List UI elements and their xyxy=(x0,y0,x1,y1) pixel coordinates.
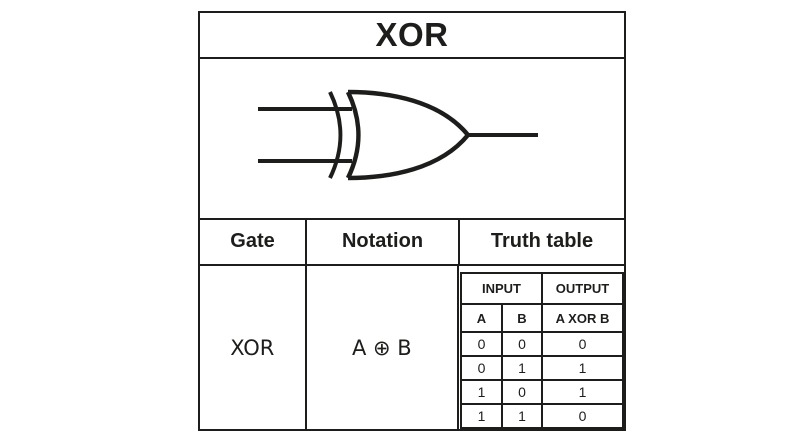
column-b-header: B xyxy=(501,303,543,333)
gate-body-top-curve xyxy=(347,89,470,136)
truth-table-group-header-row: INPUT OUTPUT xyxy=(460,272,624,305)
column-header-row: Gate Notation Truth table xyxy=(200,219,624,266)
cell-a: 1 xyxy=(460,379,503,405)
gate-body-left-arc xyxy=(345,90,361,179)
column-a-header: A xyxy=(460,303,503,333)
cell-a: 1 xyxy=(460,403,503,429)
diagram-frame: XOR Gate Notation xyxy=(198,11,626,431)
title-row: XOR xyxy=(200,13,624,59)
cell-b: 1 xyxy=(501,355,543,381)
gate-header-label: Gate xyxy=(230,230,275,253)
truth-table-row: 0 1 1 xyxy=(460,355,624,381)
cell-out: 0 xyxy=(541,403,624,429)
gate-name: XOR xyxy=(230,335,275,360)
xor-extra-arc xyxy=(328,90,343,179)
cell-b: 0 xyxy=(501,331,543,357)
cell-a: 0 xyxy=(460,355,503,381)
value-cell-truth-table: INPUT OUTPUT A B A XOR B 0 0 0 xyxy=(459,266,624,429)
gate-symbol-row xyxy=(200,59,624,220)
truth-table-row: 0 0 0 xyxy=(460,331,624,357)
cell-a: 0 xyxy=(460,331,503,357)
xor-gate-icon xyxy=(258,89,538,180)
cell-b: 1 xyxy=(501,403,543,429)
notation-header-label: Notation xyxy=(341,230,424,253)
truth-table-header-label: Truth table xyxy=(490,230,594,253)
truth-table-row: 1 1 0 xyxy=(460,403,624,429)
cell-out: 1 xyxy=(541,379,624,405)
cell-b: 0 xyxy=(501,379,543,405)
truth-table-row: 1 0 1 xyxy=(460,379,624,405)
cell-out: 0 xyxy=(541,331,624,357)
header-cell-gate: Gate xyxy=(200,219,307,264)
page-title: XOR xyxy=(375,15,449,53)
cell-out: 1 xyxy=(541,355,624,381)
gate-body-bottom-curve xyxy=(347,133,470,180)
header-cell-notation: Notation xyxy=(307,219,460,264)
input-group-header: INPUT xyxy=(460,272,543,305)
gate-notation: A ⊕ B xyxy=(351,335,412,360)
value-cell-notation: A ⊕ B xyxy=(307,266,459,429)
column-output-header: A XOR B xyxy=(541,303,624,333)
truth-table-column-header-row: A B A XOR B xyxy=(460,303,624,333)
value-cell-gate: XOR xyxy=(200,266,307,429)
truth-table: INPUT OUTPUT A B A XOR B 0 0 0 xyxy=(460,272,624,429)
gate-value-row: XOR A ⊕ B INPUT OUTPUT A xyxy=(200,266,624,429)
output-group-header: OUTPUT xyxy=(541,272,624,305)
header-cell-truth-table: Truth table xyxy=(460,220,624,265)
